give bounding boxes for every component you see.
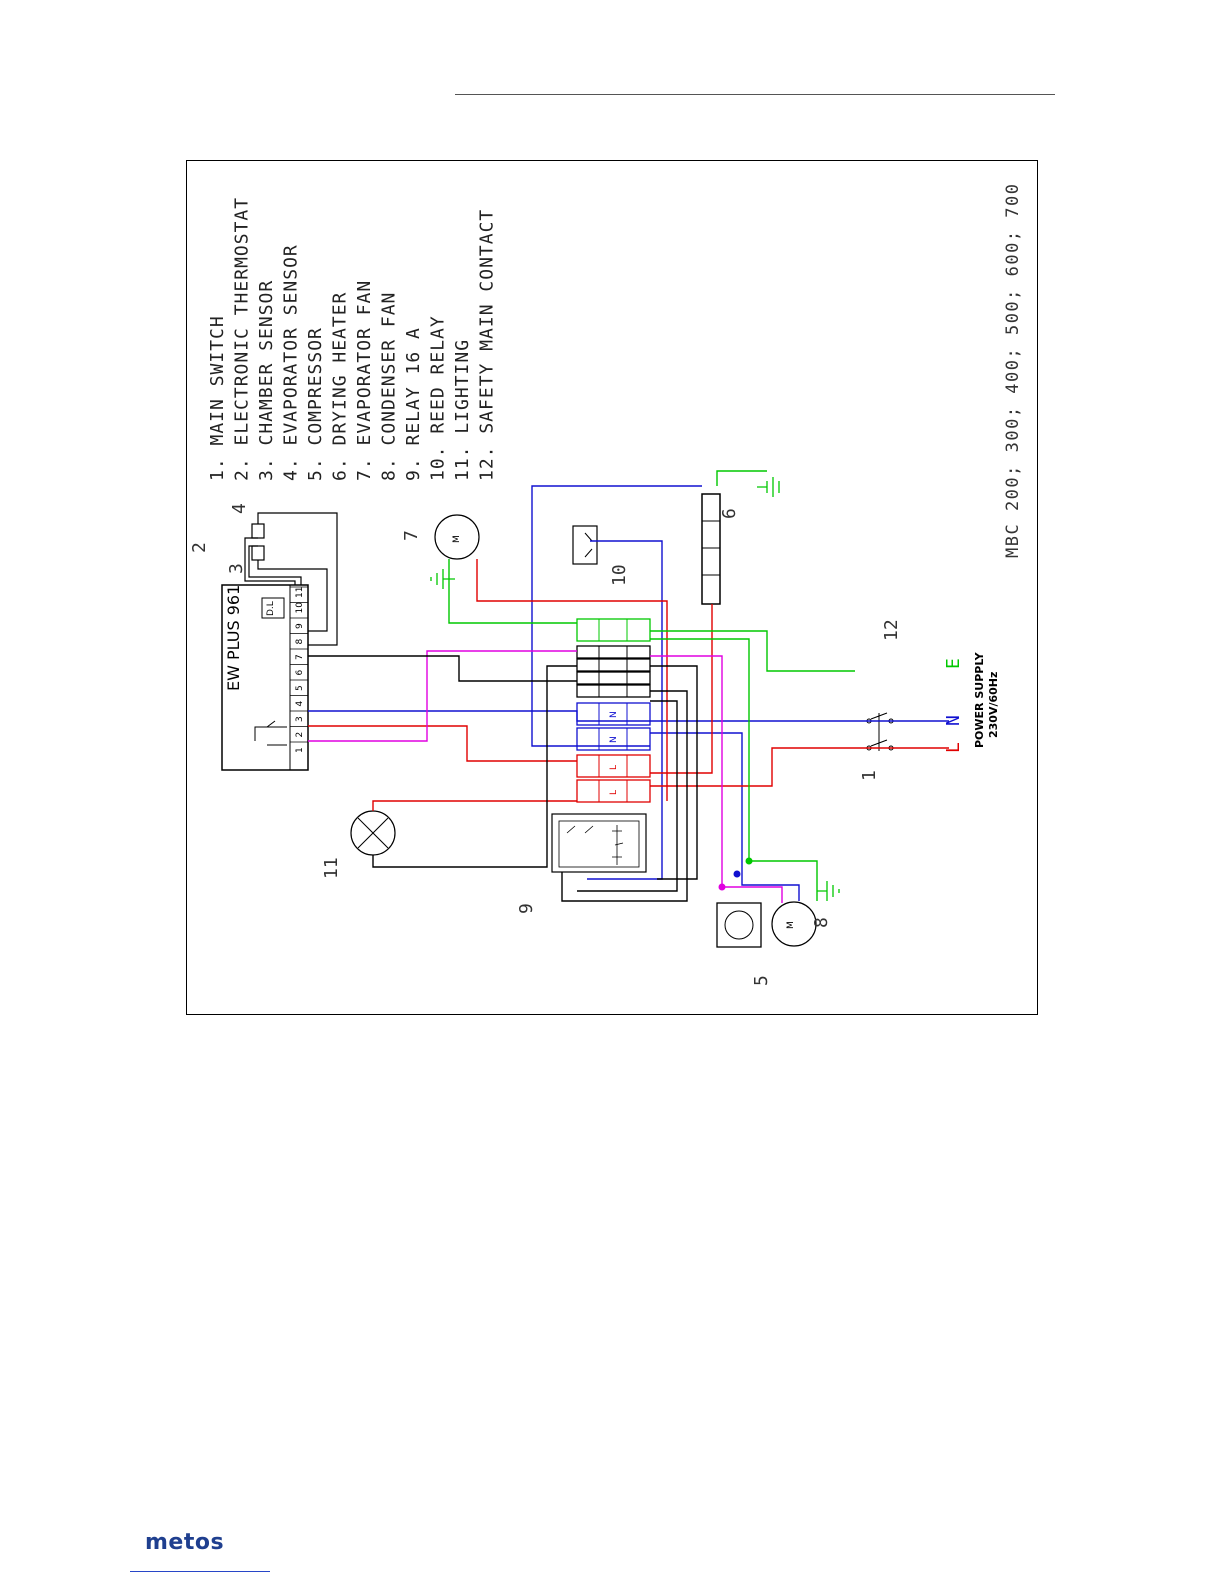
display-label: D.L bbox=[266, 601, 276, 616]
callout-number: 5 bbox=[751, 975, 772, 986]
callout-number: 11 bbox=[321, 857, 342, 879]
line-label: L bbox=[943, 742, 964, 753]
controller-terminal-number: 8 bbox=[295, 639, 305, 645]
terminal-cell bbox=[576, 658, 651, 672]
main-switch bbox=[866, 712, 894, 751]
terminal-cell bbox=[576, 671, 651, 685]
legend-item: 5. COMPRESSOR bbox=[305, 327, 326, 481]
controller-terminal-number: 6 bbox=[295, 670, 305, 676]
controller-terminal-number: 3 bbox=[295, 716, 305, 722]
callout-number: 9 bbox=[516, 903, 537, 914]
controller-terminal-number: 2 bbox=[295, 732, 305, 738]
legend-item: 1. MAIN SWITCH bbox=[207, 315, 228, 481]
callout-number: 12 bbox=[881, 619, 902, 641]
legend-item: 3. CHAMBER SENSOR bbox=[256, 280, 277, 481]
model-line: MBC 200; 300; 400; 500; 600; 700 bbox=[1003, 182, 1023, 558]
legend-item: 2. ELECTRONIC THERMOSTAT bbox=[232, 197, 253, 481]
terminal-cell-label: L bbox=[609, 790, 619, 795]
controller-terminal-number: 7 bbox=[295, 654, 305, 660]
terminal-cell bbox=[576, 645, 651, 659]
power-supply-line1: POWER SUPPLY bbox=[973, 651, 986, 748]
evaporator-fan: M bbox=[434, 514, 480, 560]
sensor-probes bbox=[244, 512, 338, 646]
terminal-block: N N L L bbox=[576, 618, 651, 803]
terminal-cell bbox=[576, 754, 651, 778]
junction-dots bbox=[718, 857, 753, 891]
relay-16a bbox=[551, 813, 647, 873]
earth-label: E bbox=[943, 658, 964, 669]
earth-symbols bbox=[430, 477, 840, 901]
legend-item: 4. EVAPORATOR SENSOR bbox=[281, 244, 302, 481]
callout-number: 3 bbox=[226, 563, 247, 574]
motor-label: M bbox=[452, 535, 462, 543]
terminal-cell bbox=[576, 684, 651, 698]
motor-label: M bbox=[786, 921, 796, 929]
legend-item: 10. REED RELAY bbox=[428, 315, 449, 481]
legend-item: 9. RELAY 16 A bbox=[403, 327, 424, 481]
electronic-thermostat: 1 2 3 4 5 6 7 8 9 10 11 EW PLUS 961 D.L bbox=[221, 584, 309, 771]
callout-number: 10 bbox=[609, 564, 630, 586]
callout-number: 2 bbox=[189, 542, 210, 553]
legend-item: 11. LIGHTING bbox=[452, 339, 473, 481]
terminal-cell bbox=[576, 779, 651, 803]
terminal-cell-label: N bbox=[609, 736, 619, 743]
callout-number: 6 bbox=[719, 508, 740, 519]
callout-number: 1 bbox=[859, 770, 880, 781]
controller-terminal-number: 5 bbox=[295, 685, 305, 691]
neutral-label: N bbox=[943, 715, 964, 726]
power-supply-line2: 230V/60Hz bbox=[987, 672, 1000, 738]
callout-number: 4 bbox=[229, 503, 250, 514]
controller-terminal-number: 9 bbox=[295, 623, 305, 629]
controller-terminal-number: 1 bbox=[295, 747, 305, 753]
compressor bbox=[716, 902, 762, 948]
footer-rule bbox=[130, 1571, 270, 1572]
controller-terminal-number: 4 bbox=[295, 701, 305, 707]
terminal-cell-label: N bbox=[609, 711, 619, 718]
legend-item: 12. SAFETY MAIN CONTACT bbox=[477, 209, 498, 481]
terminal-cell bbox=[576, 618, 651, 642]
legend-item: 8. CONDENSER FAN bbox=[379, 292, 400, 481]
controller-terminal-number: 10 bbox=[295, 602, 305, 614]
terminal-cell-label: L bbox=[609, 765, 619, 770]
metos-logo: metos bbox=[145, 1530, 225, 1555]
lighting-lamp bbox=[350, 810, 396, 856]
callout-number: 7 bbox=[401, 530, 422, 541]
controller-terminal-number: 11 bbox=[295, 587, 305, 598]
controller-name: EW PLUS 961 bbox=[224, 585, 243, 691]
legend-item: 6. DRYING HEATER bbox=[330, 292, 351, 481]
condenser-fan: M bbox=[771, 901, 817, 947]
callout-number: 8 bbox=[811, 917, 832, 928]
legend-item: 7. EVAPORATOR FAN bbox=[354, 280, 375, 481]
reed-relay bbox=[572, 525, 598, 565]
header-rule bbox=[455, 94, 1055, 95]
terminal-cell bbox=[576, 727, 651, 751]
drying-heater bbox=[701, 493, 721, 605]
